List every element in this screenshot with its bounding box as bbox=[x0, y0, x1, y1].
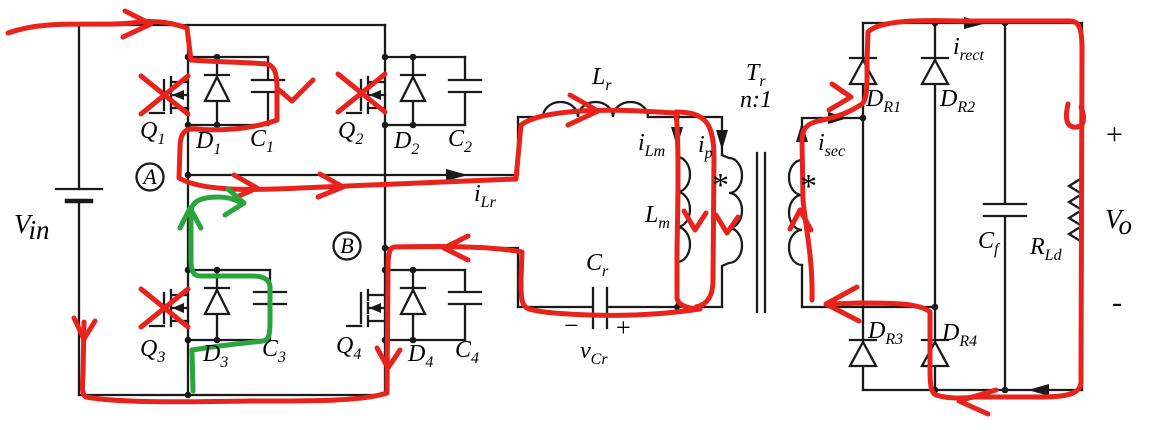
red-hook-bottom bbox=[956, 387, 999, 417]
red-check-c1 bbox=[276, 77, 316, 104]
cf-label: Cf bbox=[978, 228, 1001, 258]
red-lm-branch bbox=[673, 110, 703, 312]
green-c3-loop bbox=[188, 194, 273, 394]
d2-label: D2 bbox=[393, 128, 419, 158]
lr-coil bbox=[541, 100, 650, 119]
irect-label: irect bbox=[953, 34, 985, 64]
d1-label: D1 bbox=[195, 128, 221, 158]
d3-diode bbox=[203, 286, 231, 316]
c4-label: C4 bbox=[455, 337, 479, 367]
ilr-arrowhead bbox=[446, 169, 468, 181]
lm-label: Lm bbox=[644, 202, 670, 232]
primary-coil bbox=[720, 153, 744, 309]
q2-body-arrow bbox=[369, 90, 381, 100]
primary-dot-mark: * bbox=[712, 167, 729, 204]
red-current-path bbox=[5, 8, 1086, 417]
red-arrow-lr bbox=[565, 92, 601, 128]
dr1-label: DR1 bbox=[865, 86, 901, 116]
q2-label: Q2 bbox=[338, 118, 363, 148]
ilm-label: iLm bbox=[638, 130, 665, 160]
red-secondary-loop bbox=[799, 18, 1085, 401]
red-arrow-lm bbox=[681, 208, 709, 233]
q4-body-arrow bbox=[369, 303, 381, 313]
red-arrow-q4 bbox=[374, 345, 403, 371]
c1-cap bbox=[250, 55, 286, 127]
ip-label: ip bbox=[698, 132, 713, 162]
node-b-circle bbox=[332, 231, 362, 261]
dr2-label: DR2 bbox=[939, 86, 975, 116]
d3-label: D3 bbox=[202, 341, 228, 371]
node-a-circle bbox=[135, 162, 165, 192]
return-arrowhead bbox=[1028, 384, 1049, 396]
dr4-label: DR4 bbox=[941, 320, 977, 350]
ip-arrowhead bbox=[716, 130, 728, 150]
dr1-diode bbox=[848, 56, 878, 86]
cr-cap bbox=[516, 286, 724, 330]
node-a-label: A bbox=[141, 164, 157, 189]
red-arrow-top-rail bbox=[120, 8, 154, 40]
c2-cap bbox=[447, 55, 483, 127]
dr3-diode bbox=[848, 338, 878, 368]
c3-label: C3 bbox=[262, 336, 286, 366]
dr2-diode bbox=[920, 56, 950, 86]
b-rail bbox=[383, 246, 520, 309]
q3-off-x bbox=[138, 286, 191, 330]
q1-body-arrow bbox=[172, 90, 184, 100]
q4-label: Q4 bbox=[336, 333, 361, 363]
red-arrow-ilr-2 bbox=[315, 171, 346, 200]
cr-plus-sign: + bbox=[616, 313, 631, 342]
c1-label: C1 bbox=[250, 126, 274, 156]
junctions-and-arrows bbox=[172, 17, 1049, 399]
circuit-wires bbox=[54, 21, 1085, 397]
q1-off-x bbox=[138, 73, 191, 117]
ilr-label: iLr bbox=[474, 181, 497, 211]
rld-label: RLd bbox=[1029, 234, 1063, 264]
red-arrow-sec-up bbox=[787, 207, 814, 233]
labels: Vin Q1 D1 C1 Q2 D2 C2 Q3 D3 C3 Q4 D4 C4 … bbox=[14, 34, 1132, 371]
secondary-dot-mark: * bbox=[800, 168, 817, 205]
d2-diode bbox=[399, 73, 427, 103]
cr-minus-sign: − bbox=[564, 311, 579, 340]
q3-label: Q3 bbox=[140, 336, 165, 366]
d4-diode bbox=[399, 286, 427, 316]
cr-label: Cr bbox=[586, 250, 609, 280]
node-b-label: B bbox=[340, 233, 353, 258]
q1-label: Q1 bbox=[140, 118, 165, 148]
red-primary-loop-top bbox=[5, 19, 679, 192]
red-arrow-ip bbox=[713, 212, 741, 236]
c4-cap bbox=[447, 268, 483, 342]
red-arrow-brail bbox=[441, 233, 471, 263]
red-arrow-dr1 bbox=[826, 81, 854, 113]
ratio-label: n:1 bbox=[740, 87, 772, 113]
red-hook-right-rail bbox=[1063, 101, 1086, 130]
lr-label: Lr bbox=[591, 64, 612, 94]
d4-label: D4 bbox=[407, 341, 433, 371]
d1-diode bbox=[203, 73, 231, 103]
dr3-label: DR3 bbox=[867, 318, 903, 348]
tr-label: Tr bbox=[746, 60, 766, 90]
c2-label: C2 bbox=[448, 126, 472, 156]
lm-coil bbox=[675, 155, 692, 264]
q3-body-arrow bbox=[172, 303, 184, 313]
isec-label: isec bbox=[818, 130, 845, 160]
output-minus-sign: - bbox=[1112, 286, 1122, 319]
transformer-core bbox=[755, 151, 767, 314]
red-ip-branch bbox=[673, 109, 717, 310]
q2-off-x bbox=[335, 71, 388, 115]
vcr-label: vCr bbox=[580, 338, 608, 368]
vo-label: Vo bbox=[1105, 204, 1132, 240]
green-arrow-right bbox=[222, 186, 247, 218]
output-plus-sign: + bbox=[1106, 118, 1123, 151]
red-arrow-midrail bbox=[823, 284, 862, 324]
green-arrow-up bbox=[177, 205, 204, 231]
secondary-coil bbox=[787, 158, 804, 267]
red-tank-return bbox=[79, 244, 703, 405]
green-current-path bbox=[177, 186, 273, 394]
vin-label: Vin bbox=[14, 209, 50, 245]
red-arrow-leftrail bbox=[71, 315, 98, 342]
cf-cap bbox=[982, 21, 1028, 392]
